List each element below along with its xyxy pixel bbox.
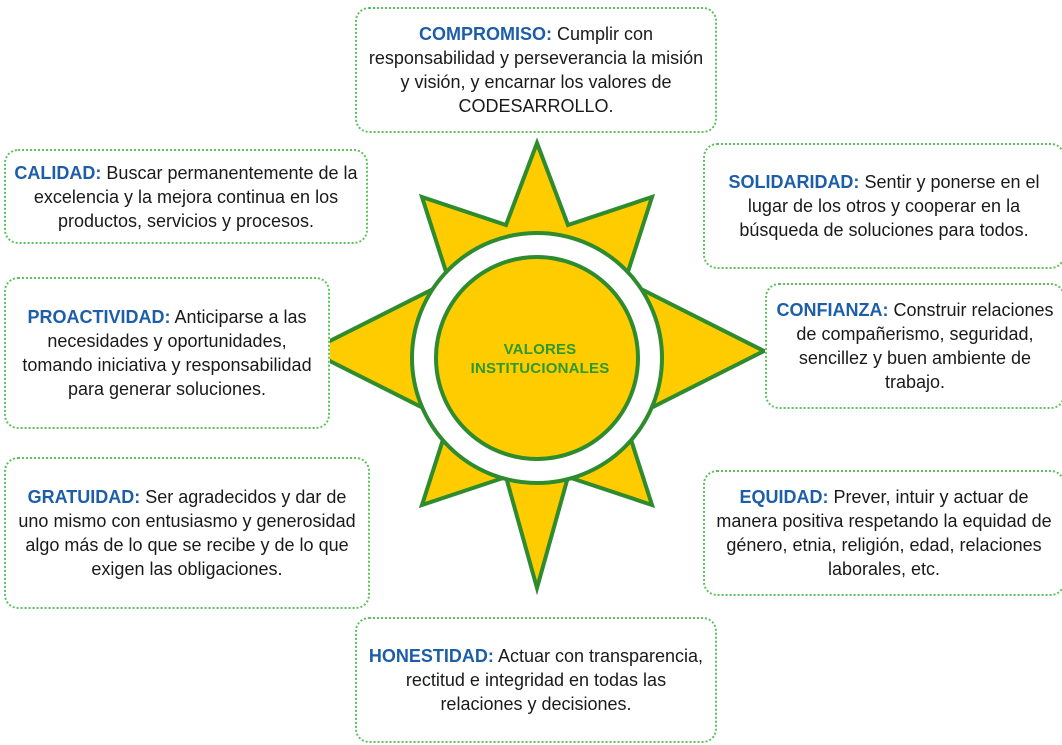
value-text-compromiso: COMPROMISO: Cumplir con responsabilidad … [365, 22, 707, 118]
value-text-calidad: CALIDAD: Buscar permanentemente de la ex… [14, 161, 358, 233]
value-text-confianza: CONFIANZA: Construir relaciones de compa… [775, 298, 1055, 394]
value-text-equidad: EQUIDAD: Prever, intuir y actuar de mane… [713, 485, 1055, 581]
value-card-solidaridad: SOLIDARIDAD: Sentir y ponerse en el luga… [703, 143, 1062, 269]
value-description-compromiso: Cumplir con responsabilidad y perseveran… [368, 24, 704, 116]
value-description-equidad: Prever, intuir y actuar de manera positi… [716, 487, 1052, 579]
value-card-equidad: EQUIDAD: Prever, intuir y actuar de mane… [703, 470, 1062, 596]
value-description-confianza: Construir relaciones de compañerismo, se… [796, 300, 1054, 392]
value-description-solidaridad: Sentir y ponerse en el lugar de los otro… [739, 172, 1040, 240]
value-keyword-compromiso: COMPROMISO: [418, 24, 552, 44]
value-description-gratuidad: Ser agradecidos y dar de uno mismo con e… [18, 487, 356, 579]
value-description-calidad: Buscar permanentemente de la excelencia … [33, 162, 358, 231]
value-text-gratuidad: GRATUIDAD: Ser agradecidos y dar de uno … [14, 485, 360, 581]
sun-inner-disc [434, 255, 640, 461]
value-keyword-solidaridad: SOLIDARIDAD: [728, 172, 860, 192]
value-keyword-gratuidad: GRATUIDAD: [27, 487, 141, 507]
value-card-honestidad: HONESTIDAD: Actuar con transparencia, re… [355, 617, 717, 743]
value-keyword-calidad: CALIDAD: [14, 162, 102, 183]
value-card-proactividad: PROACTIVIDAD: Anticiparse a las necesida… [4, 277, 330, 429]
value-description-honestidad: Actuar con transparencia, rectitud e int… [405, 646, 704, 714]
value-card-compromiso: COMPROMISO: Cumplir con responsabilidad … [355, 7, 717, 133]
value-keyword-proactividad: PROACTIVIDAD: [27, 307, 171, 327]
value-description-proactividad: Anticiparse a las necesidades y oportuni… [22, 307, 312, 399]
center-label: VALORES INSTITUCIONALES [440, 340, 640, 378]
center-label-line1: VALORES [503, 341, 577, 358]
center-label-line2: INSTITUCIONALES [470, 360, 610, 377]
value-text-solidaridad: SOLIDARIDAD: Sentir y ponerse en el luga… [713, 170, 1055, 242]
value-keyword-honestidad: HONESTIDAD: [368, 646, 494, 666]
value-card-confianza: CONFIANZA: Construir relaciones de compa… [765, 283, 1062, 409]
value-keyword-confianza: CONFIANZA: [776, 300, 889, 320]
value-card-gratuidad: GRATUIDAD: Ser agradecidos y dar de uno … [4, 457, 370, 609]
value-card-calidad: CALIDAD: Buscar permanentemente de la ex… [4, 149, 368, 244]
value-text-proactividad: PROACTIVIDAD: Anticiparse a las necesida… [14, 305, 320, 401]
value-text-honestidad: HONESTIDAD: Actuar con transparencia, re… [365, 644, 707, 716]
value-keyword-equidad: EQUIDAD: [739, 487, 829, 507]
